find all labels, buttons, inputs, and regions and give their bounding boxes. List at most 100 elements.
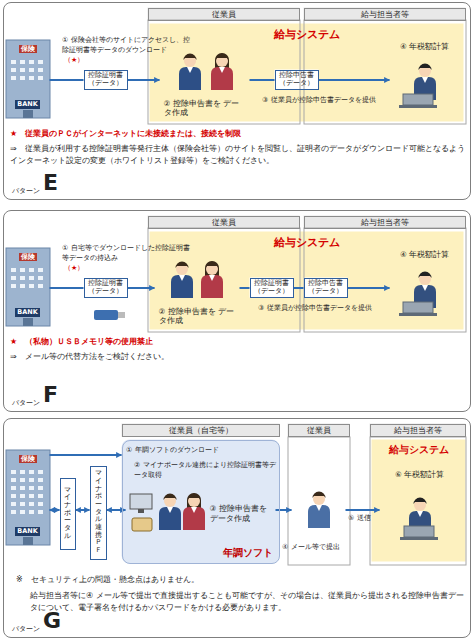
warning-note-box: ★ 従業員のＰＣがインターネットに未接続または、接続を制限 (10, 128, 466, 139)
employee-figure: ② 控除申告書を データ作成 (160, 46, 250, 120)
flow-arrow (240, 287, 250, 289)
column-header-text: 従業員（自宅等） (169, 426, 233, 435)
flow-arrow (294, 287, 304, 289)
warning-note: ★ 従業員のＰＣがインターネットに未接続または、接続を制限 (10, 128, 466, 139)
step-label: ③ 従業員が控除申告書データを提供 (258, 304, 386, 314)
person-drawing (179, 54, 201, 91)
data-box-text: 控除証明書（データ） (87, 280, 125, 294)
column-header: 従業員（自宅等） (122, 424, 280, 437)
company-building-text: 保険 (19, 455, 37, 464)
area-fills (3, 2, 471, 638)
column-header-text: 給与担当者等 (394, 426, 442, 435)
column-header-text: 従業員 (212, 10, 236, 19)
flow-arrow (50, 454, 122, 456)
data-box: 控除申告書（データ） (304, 278, 348, 298)
data-box-text: 控除申告書（データ） (278, 72, 316, 86)
advice-note-box: ⇒ 従業員が利用する控除証明書等発行主体（保険会社等）のサイトを閲覧し、証明者の… (10, 143, 466, 167)
security-note: ※ セキュリティ上の問題・懸念点はありません。 (16, 574, 466, 585)
person-drawing (201, 261, 223, 298)
warning-mark: （★） (64, 56, 104, 66)
area-fill (372, 440, 466, 562)
payroll-staff-figure-text: ⑥ 年税額計算 (395, 470, 444, 479)
edge-label-box: ⑤ 送信 (348, 514, 382, 524)
company-building: 保険 BANK (6, 40, 50, 118)
payroll-system-area: 給与システム ② 控除申告書を データ作成控除証明書（データ） 控除申告書（データ）… (150, 232, 464, 330)
data-box-text: 控除証明書（データ） (87, 72, 125, 86)
warning-mark-box: （★） (64, 264, 104, 274)
column-header-text: 従業員 (307, 426, 331, 435)
step-label-box: ③ 従業員が控除申告書データを提供 (258, 304, 386, 314)
flow-arrow (250, 79, 275, 81)
employee-figure: ② 控除申告書を データ作成 (155, 254, 240, 328)
portal-box: マイナポータル (60, 478, 76, 550)
company-building-text: 保険 (19, 45, 37, 54)
step-label: ④ メール等で提出 (282, 543, 354, 553)
flow-arrow (76, 509, 90, 511)
data-box-text: 控除証明書（データ） (253, 280, 291, 294)
column-header: 給与担当者等 (304, 216, 466, 229)
area-fill (90, 466, 107, 560)
payroll-staff-figure: ⑥ 年税額計算 (380, 468, 460, 548)
area-fill (250, 278, 294, 298)
payroll-staff-figure: ④ 年税額計算 (390, 40, 460, 118)
laptop-drawing (400, 526, 438, 540)
area-fill (84, 278, 128, 298)
advice-note-box: ⇒ メール等の代替方法をご検討ください。 (10, 351, 466, 362)
flow-arrow (50, 509, 60, 511)
step-label: ① 保険会社等のサイトにアクセスし、控除証明書等データのダウンロード (62, 36, 190, 56)
pattern-panel-text: E (43, 169, 58, 197)
flow-arrow (319, 79, 390, 81)
area-fill (370, 424, 466, 437)
laptop-drawing (399, 302, 437, 316)
flow-arrow (128, 287, 155, 289)
area-fill (148, 8, 300, 21)
person-drawing (308, 492, 330, 529)
step-label-box: ② マイナポータル連携により控除証明書等データ取得 (134, 461, 276, 481)
pattern-panel-text: パターン (12, 399, 40, 408)
payroll-system-area-text: 給与システム (274, 28, 340, 42)
step-label: ① 自宅等でダウンロードした控除証明書等データの持込み (62, 244, 190, 264)
area-fill (304, 216, 466, 229)
building-drawing (6, 40, 50, 118)
step-label-box: ① 自宅等でダウンロードした控除証明書等データの持込み (62, 244, 190, 264)
area-fill (122, 424, 280, 437)
security-note: 給与担当者等に④ メール等で提出で直接提出することも可能ですが、その場合は、従業… (30, 590, 466, 614)
payroll-system-area: 給与システム ⑥ 年税額計算 (372, 440, 466, 562)
area-fill (288, 424, 350, 437)
area-fill (275, 70, 319, 90)
illustrations (6, 40, 438, 545)
pattern-panel-text: パターン (12, 625, 40, 634)
step-label-box: ① 年調ソフトのダウンロード (126, 446, 276, 456)
payroll-system-area-text: 給与システム (389, 444, 449, 457)
warning-mark-box: （★） (64, 56, 104, 66)
warning-note-box: ★ （私物）ＵＳＢメモリ等の使用禁止 (10, 336, 466, 347)
pattern-panel: パターンE 従業員 給与担当者等保険 BANK 控除証明書（データ） 給与システム ② 控除… (3, 2, 471, 200)
laptop-drawing (399, 94, 437, 108)
step-label-box: ③ 従業員が控除申告書データを提供 (262, 96, 390, 106)
flow-arrow (107, 509, 126, 511)
usb-memory-drawing (94, 310, 125, 320)
payroll-system-area-text: 給与システム (274, 236, 340, 250)
pattern-panel-text: パターン (12, 187, 40, 196)
column-outline (370, 437, 466, 565)
flow-arrow (128, 79, 160, 81)
building-drawing (6, 450, 50, 545)
company-building-text: 保険 (19, 253, 37, 262)
column-header-text: 従業員 (212, 218, 236, 227)
edge-label-box: ④ メール等で提出 (282, 543, 354, 553)
area-fill (150, 232, 464, 330)
flow-arrow (276, 509, 292, 511)
portal-box-text: マイナポータル連携ＰＦ (95, 470, 102, 555)
column-header: 給与担当者等 (304, 8, 466, 21)
warning-mark: （★） (64, 264, 104, 274)
company-building-text: BANK (15, 527, 39, 535)
company-building-text: BANK (15, 100, 39, 108)
pattern-panel-text: F (43, 381, 58, 409)
employee-figure (292, 478, 346, 540)
column-header: 従業員 (288, 424, 350, 437)
employee-figure-text: ③ 控除申告書を データ作成 (210, 504, 274, 523)
area-fill (3, 2, 471, 200)
step-label-box: ① 保険会社等のサイトにアクセスし、控除証明書等データのダウンロード (62, 36, 190, 56)
